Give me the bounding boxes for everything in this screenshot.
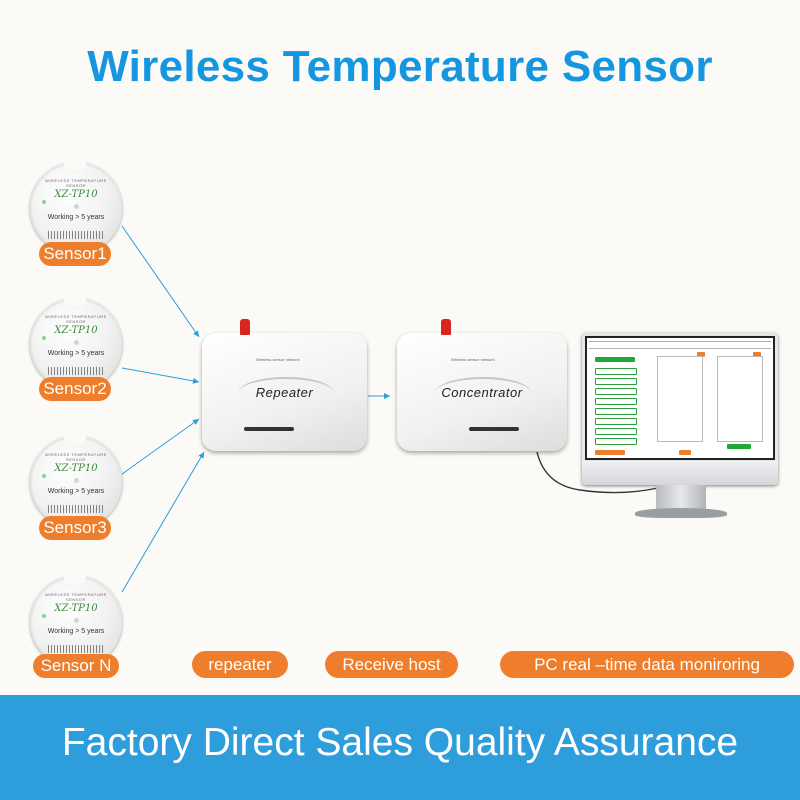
sensor-grille bbox=[48, 645, 104, 653]
sensor-device-3: WIRELESS TEMPERATURE SENSOR XZ-TP10 Work… bbox=[30, 434, 122, 528]
sensor-label-n: Sensor N bbox=[33, 654, 119, 678]
sensor-dot bbox=[74, 204, 79, 209]
page-title: Wireless Temperature Sensor bbox=[87, 42, 713, 91]
sensor-label-2: Sensor2 bbox=[39, 377, 111, 401]
sensor-grille bbox=[48, 231, 104, 239]
sensor-grille bbox=[48, 367, 104, 375]
sensor-working: Working > 5 years bbox=[47, 214, 105, 221]
concentrator-device: Wireless sensor network Concentrator bbox=[397, 319, 567, 451]
sensor-device-1: WIRELESS TEMPERATURE SENSOR XZ-TP10 Work… bbox=[30, 160, 122, 254]
caption-pc-monitoring: PC real –time data moniroring bbox=[500, 651, 794, 678]
sensor-label-1: Sensor1 bbox=[39, 242, 111, 266]
sensor-model: XZ-TP10 bbox=[54, 463, 98, 474]
repeater-name: Repeater bbox=[255, 385, 314, 400]
arrow-sensor3-to-repeater bbox=[121, 418, 200, 475]
cable-concentrator-to-pc bbox=[536, 451, 659, 494]
concentrator-brand: Wireless sensor network bbox=[451, 357, 495, 362]
sensor-device-2: WIRELESS TEMPERATURE SENSOR XZ-TP10 Work… bbox=[30, 296, 122, 390]
repeater-swoosh bbox=[238, 377, 334, 409]
monitor-foot bbox=[635, 508, 727, 518]
sensor-working: Working > 5 years bbox=[47, 488, 105, 495]
arrow-sensorN-to-repeater bbox=[121, 451, 205, 593]
concentrator-name: Concentrator bbox=[441, 385, 523, 400]
sensor-model: XZ-TP10 bbox=[54, 189, 98, 200]
sensor-grille bbox=[48, 505, 104, 513]
led-icon bbox=[42, 200, 46, 204]
sensor-brand: WIRELESS TEMPERATURE SENSOR bbox=[45, 592, 107, 602]
led-icon bbox=[42, 614, 46, 618]
sensor-dot bbox=[74, 340, 79, 345]
repeater-brand: Wireless sensor network bbox=[256, 357, 300, 362]
sensor-dot bbox=[74, 478, 79, 483]
sensor-label-3: Sensor3 bbox=[39, 516, 111, 540]
led-icon bbox=[42, 336, 46, 340]
bottom-banner bbox=[0, 695, 800, 800]
antenna-icon bbox=[240, 319, 250, 335]
arrow-sensor2-to-repeater bbox=[121, 367, 200, 384]
sensor-device-n: WIRELESS TEMPERATURE SENSOR XZ-TP10 Work… bbox=[30, 574, 122, 668]
repeater-device: Wireless sensor network Repeater bbox=[202, 319, 367, 451]
pc-monitor bbox=[582, 333, 778, 485]
banner-text: Factory Direct Sales Quality Assurance bbox=[61, 721, 739, 764]
monitor-chin bbox=[582, 461, 778, 485]
repeater-slot bbox=[244, 427, 294, 431]
sensor-model: XZ-TP10 bbox=[54, 603, 98, 614]
sensor-brand: WIRELESS TEMPERATURE SENSOR bbox=[45, 314, 107, 324]
monitor-screen bbox=[585, 336, 775, 460]
sensor-dot bbox=[74, 618, 79, 623]
concentrator-swoosh bbox=[435, 377, 531, 409]
sensor-working: Working > 5 years bbox=[47, 628, 105, 635]
antenna-icon bbox=[441, 319, 451, 335]
caption-receive-host: Receive host bbox=[325, 651, 458, 678]
sensor-brand: WIRELESS TEMPERATURE SENSOR bbox=[45, 178, 107, 188]
concentrator-slot bbox=[469, 427, 519, 431]
sensor-brand: WIRELESS TEMPERATURE SENSOR bbox=[45, 452, 107, 462]
sensor-model: XZ-TP10 bbox=[54, 325, 98, 336]
led-icon bbox=[42, 474, 46, 478]
sensor-working: Working > 5 years bbox=[47, 350, 105, 357]
caption-repeater: repeater bbox=[192, 651, 288, 678]
arrow-sensor1-to-repeater bbox=[121, 225, 200, 338]
